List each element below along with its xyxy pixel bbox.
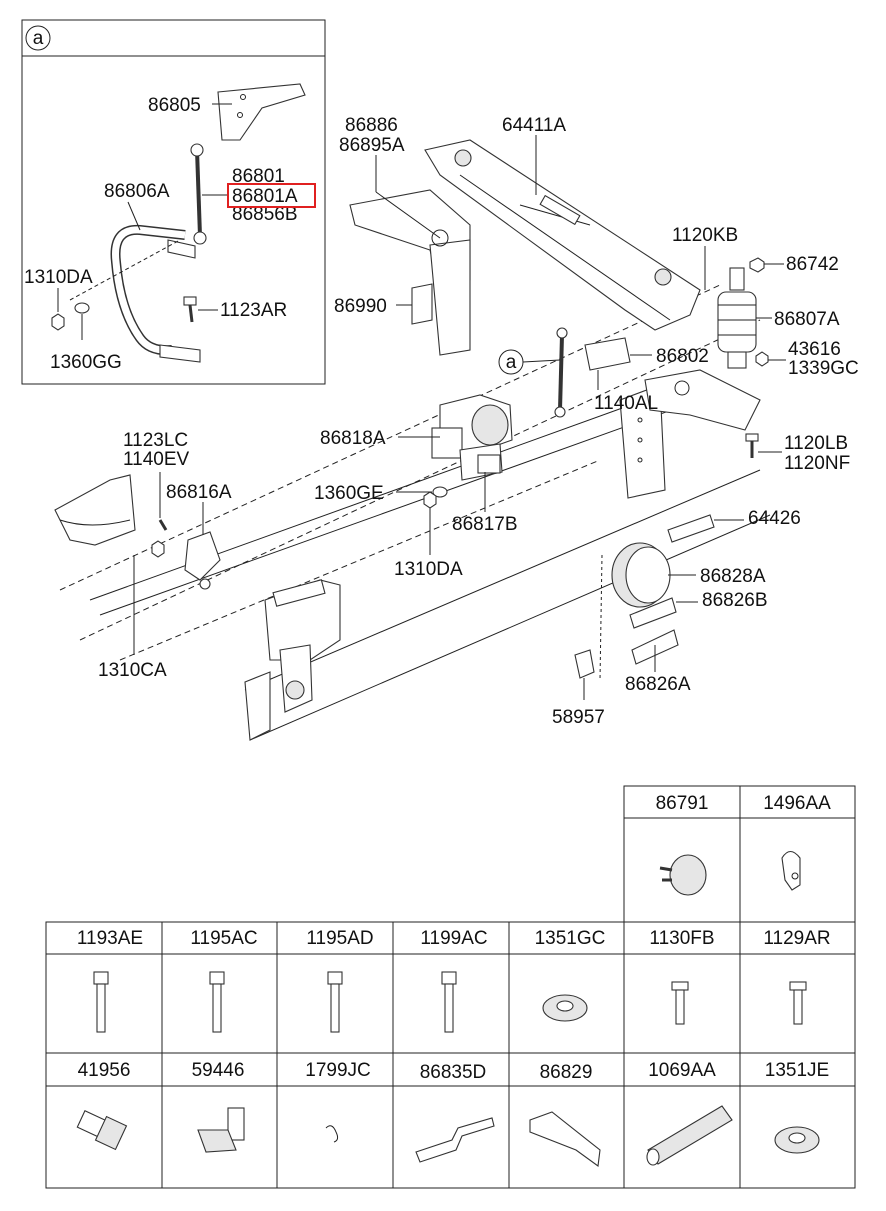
label-1310DA: 1310DA: [394, 559, 463, 580]
label-86856B: 86856B: [232, 204, 298, 225]
label-86895A: 86895A: [339, 135, 405, 156]
part-86791-image: [659, 854, 707, 896]
cell-1193AE: 1193AE: [77, 928, 143, 949]
label-58957: 58957: [552, 707, 605, 728]
label-86805: 86805: [148, 95, 201, 116]
label-86828A: 86828A: [700, 566, 766, 587]
label-86826A: 86826A: [625, 674, 691, 695]
part-86829-image: [529, 1111, 601, 1167]
cell-1351GC: 1351GC: [535, 928, 606, 949]
part-1496AA-image: [781, 850, 801, 891]
cell-1496AA: 1496AA: [763, 793, 831, 814]
part-41956-image: [76, 1110, 128, 1151]
parts-table: 86791 1496AA 1193AE 1195AC 1195AD 1199AC…: [45, 785, 856, 1189]
cell-1351JE: 1351JE: [765, 1060, 829, 1081]
label-86742: 86742: [786, 254, 839, 275]
label-1120NF: 1120NF: [784, 453, 850, 474]
label-1360GG: 1360GG: [50, 352, 122, 373]
label-1310CA: 1310CA: [98, 660, 167, 681]
label-86801A: 86801A: [232, 186, 298, 207]
inset-detail: a 86805 86801 86801A 86856B 86806A 1310D…: [21, 19, 326, 385]
label-1310DA-inset: 1310DA: [24, 267, 93, 288]
part-1195AD-image: [327, 971, 343, 1033]
label-1360GE: 1360GE: [314, 483, 384, 504]
cell-1195AD: 1195AD: [306, 928, 373, 949]
part-1351GC-image: [542, 994, 588, 1022]
label-86816A: 86816A: [166, 482, 232, 503]
label-64411A: 64411A: [502, 115, 566, 136]
cell-86829: 86829: [540, 1062, 593, 1083]
part-1199AC-image: [441, 971, 457, 1033]
cell-1799JC: 1799JC: [305, 1060, 371, 1081]
cell-86835D: 86835D: [420, 1062, 487, 1083]
label-1123LC: 1123LC: [123, 430, 188, 451]
cell-59446: 59446: [192, 1060, 245, 1081]
part-1799JC-image: [325, 1125, 339, 1143]
label-86801: 86801: [232, 166, 285, 187]
inset-badge: a: [33, 28, 44, 49]
cell-1129AR: 1129AR: [763, 928, 830, 949]
part-59446-image: [197, 1107, 245, 1153]
cell-1069AA: 1069AA: [648, 1060, 716, 1081]
label-86826B: 86826B: [702, 590, 768, 611]
cell-1130FB: 1130FB: [649, 928, 714, 949]
part-1130FB-image: [671, 981, 689, 1025]
callout-badge: a: [506, 352, 517, 373]
main-assembly: a 86886 86895A 64411A 1120KB 86742 8699: [54, 115, 859, 741]
label-1123AR: 1123AR: [220, 300, 287, 321]
label-1140EV: 1140EV: [123, 449, 190, 470]
label-1120KB: 1120KB: [672, 225, 738, 246]
cell-1199AC: 1199AC: [420, 928, 487, 949]
label-86818A: 86818A: [320, 428, 386, 449]
part-1069AA-image: [646, 1105, 733, 1166]
label-86886: 86886: [345, 115, 398, 136]
part-86835D-image: [415, 1117, 495, 1163]
label-1140AL: 1140AL: [594, 393, 658, 414]
label-86802: 86802: [656, 346, 709, 367]
label-86807A: 86807A: [774, 309, 840, 330]
label-86806A: 86806A: [104, 181, 170, 202]
label-1339GC: 1339GC: [788, 358, 859, 379]
cell-41956: 41956: [78, 1060, 131, 1081]
highlight-box: [227, 183, 316, 208]
cell-1195AC: 1195AC: [190, 928, 257, 949]
part-1351JE-image: [774, 1126, 820, 1154]
part-1195AC-image: [209, 971, 225, 1033]
part-1193AE-image: [93, 971, 109, 1033]
label-86817B: 86817B: [452, 514, 518, 535]
part-1129AR-image: [789, 981, 807, 1025]
cell-86791: 86791: [656, 793, 709, 814]
label-43616: 43616: [788, 339, 841, 360]
label-86990: 86990: [334, 296, 387, 317]
label-1120LB: 1120LB: [784, 433, 848, 454]
label-64426: 64426: [748, 508, 801, 529]
